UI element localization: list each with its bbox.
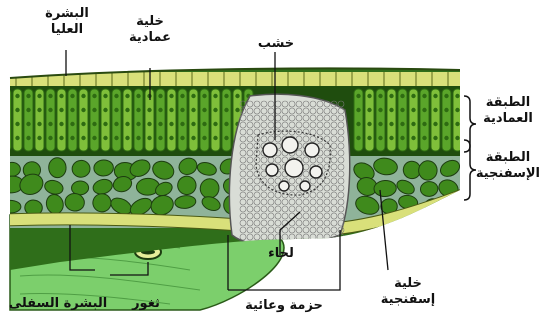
spongy-cell bbox=[0, 200, 21, 213]
palisade-cell bbox=[24, 89, 33, 151]
palisade-cell bbox=[189, 89, 198, 151]
palisade-cell bbox=[101, 89, 110, 151]
palisade-cell bbox=[200, 89, 209, 151]
xylem-label: خشب bbox=[255, 36, 297, 52]
palisade-cell bbox=[68, 89, 77, 151]
palisade-cell bbox=[134, 89, 143, 151]
palisade-cell bbox=[57, 89, 66, 151]
spongy-brace-icon bbox=[464, 140, 476, 200]
spongy-cell bbox=[48, 157, 66, 178]
palisade-cell bbox=[222, 89, 231, 151]
lower-epidermis-label: البشرة السفلى bbox=[6, 296, 110, 312]
upper-epidermis-label: البشرة العليا bbox=[40, 6, 94, 38]
palisade-cell bbox=[79, 89, 88, 151]
palisade-cell bbox=[112, 89, 121, 151]
palisade-cell bbox=[13, 89, 22, 151]
palisade-cell bbox=[35, 89, 44, 151]
palisade-cell bbox=[453, 89, 462, 151]
palisade-cell bbox=[211, 89, 220, 151]
palisade-cell bbox=[398, 89, 407, 151]
palisade-cell bbox=[431, 89, 440, 151]
palisade-cell bbox=[420, 89, 429, 151]
phloem-label: لحاء bbox=[261, 246, 301, 262]
palisade-cell bbox=[442, 89, 451, 151]
palisade-cell bbox=[376, 89, 385, 151]
palisade-cell bbox=[2, 89, 11, 151]
palisade-cell bbox=[409, 89, 418, 151]
palisade-cell bbox=[167, 89, 176, 151]
palisade-cell bbox=[46, 89, 55, 151]
palisade-cell bbox=[354, 89, 363, 151]
palisade-layer-label: الطبقة العمادية bbox=[478, 95, 538, 127]
palisade-cell bbox=[123, 89, 132, 151]
palisade-cell bbox=[365, 89, 374, 151]
palisade-cell bbox=[387, 89, 396, 151]
stoma-label: ثغور bbox=[126, 296, 166, 312]
spongy-cell bbox=[3, 162, 21, 177]
palisade-cell bbox=[90, 89, 99, 151]
palisade-cell bbox=[156, 89, 165, 151]
spongy-layer-label: الطبقة الإسفنجية bbox=[476, 150, 540, 182]
vascular-bundle-label: حزمة وعائية bbox=[236, 298, 332, 314]
vascular-bundle bbox=[229, 94, 349, 246]
palisade-cell-label: خلية عمادية bbox=[122, 14, 178, 46]
spongy-cell-label: خلية إسفنجية bbox=[376, 276, 440, 308]
palisade-cell bbox=[178, 89, 187, 151]
